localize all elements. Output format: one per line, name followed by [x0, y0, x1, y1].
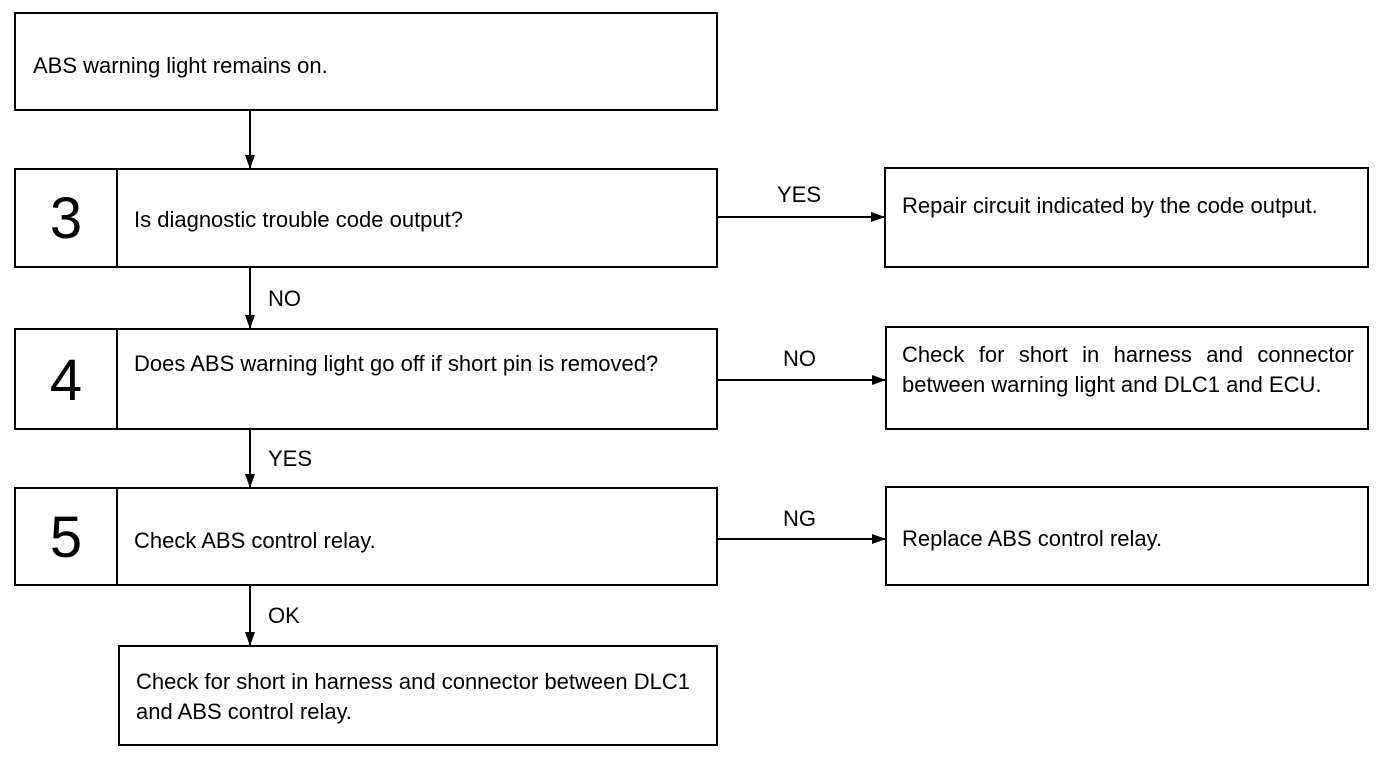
branch-label-ng: NG	[783, 506, 816, 531]
step-3-box: 3	[14, 168, 718, 268]
step-4-box: 4	[14, 328, 718, 430]
result-no-text: Check for short in harness and connector…	[902, 342, 1354, 397]
step-3-question: Is diagnostic trouble code output?	[134, 207, 464, 232]
start-box: ABS warning light remains on.	[14, 12, 718, 111]
final-box: Check for short in harness and connector…	[118, 645, 718, 746]
result-yes-box: Repair circuit indicated by the code out…	[884, 167, 1369, 268]
branch-label-yes: YES	[777, 182, 822, 207]
start-text: ABS warning light remains on.	[33, 53, 328, 78]
step-3-divider	[116, 168, 118, 268]
step-4-number: 4	[49, 348, 83, 413]
branch-label-no: NO	[783, 346, 816, 371]
down-label-no: NO	[268, 286, 301, 311]
down-label-ok: OK	[268, 603, 300, 628]
down-label-yes: YES	[268, 446, 313, 471]
step-5-box: 5	[14, 487, 718, 586]
step-5-divider	[116, 487, 118, 586]
step-5-number: 5	[49, 505, 83, 570]
final-text: Check for short in harness and connector…	[136, 669, 690, 724]
result-ng-text: Replace ABS control relay.	[902, 526, 1163, 551]
result-no-box: Check for short in harness and connector…	[885, 326, 1369, 430]
step-5-question: Check ABS control relay.	[134, 528, 376, 553]
step-4-divider	[116, 328, 118, 430]
result-yes-text: Repair circuit indicated by the code out…	[902, 193, 1318, 218]
step-4-question: Does ABS warning light go off if short p…	[134, 351, 659, 376]
step-3-number: 3	[49, 186, 83, 251]
result-ng-box: Replace ABS control relay.	[885, 486, 1369, 586]
